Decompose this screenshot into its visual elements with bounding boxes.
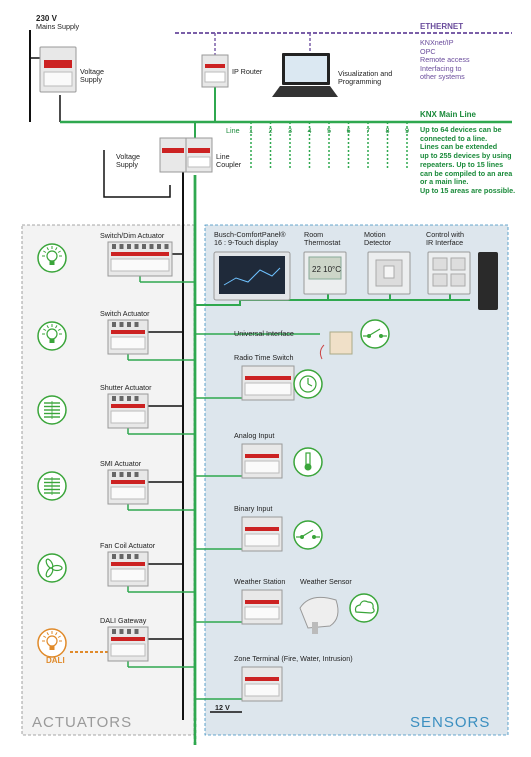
- actuator-label: Switch Actuator: [100, 309, 150, 318]
- sensor-label: Weather Station: [234, 577, 286, 586]
- actuator-label: Fan Coil Actuator: [100, 541, 156, 550]
- actuators-panel-title: ACTUATORS: [32, 714, 133, 731]
- line-number: 1: [249, 126, 253, 135]
- line-coupler-label: Line Coupler: [216, 152, 242, 170]
- sensor-label: Universal Interface: [234, 329, 294, 338]
- ethernet-item: other systems: [420, 72, 465, 81]
- actuator-label: SMI Actuator: [100, 459, 142, 468]
- knx-note-line: can be compiled to an area: [420, 168, 513, 178]
- line-number: 9: [405, 126, 409, 135]
- line-number: 4: [307, 126, 312, 135]
- actuator-label: Switch/Dim Actuator: [100, 231, 165, 240]
- ethernet-title: ETHERNET: [420, 22, 464, 31]
- line-number: 8: [385, 126, 390, 135]
- sensor-label: Binary Input: [234, 504, 273, 513]
- voltage-supply-line-label: Voltage Supply: [116, 152, 140, 170]
- ethernet-item: Remote access: [420, 55, 470, 64]
- actuator-label: Shutter Actuator: [100, 383, 152, 392]
- sensor-label: Analog Input: [234, 431, 275, 440]
- knx-note-line: up to 255 devices by using: [420, 151, 512, 161]
- line-label: Line: [226, 126, 240, 135]
- mains-supply-label: Mains Supply: [36, 22, 80, 31]
- knx-note-line: Up to 64 devices can be: [420, 125, 502, 134]
- knx-note-line: or a main line.: [420, 177, 469, 187]
- sensors-panel: [204, 224, 509, 736]
- top-sensor-label: Control with IR Interface: [426, 230, 464, 248]
- dali-label: DALI: [46, 656, 65, 665]
- knx-note-line: Up to 15 areas are possible.: [420, 185, 516, 195]
- actuator-label: DALI Gateway: [100, 616, 147, 625]
- sensor-label: Radio Time Switch: [234, 353, 294, 362]
- top-sensor-label: Busch-ComfortPanel® 16 : 9-Touch display: [214, 230, 286, 248]
- mains-voltage-label: 230 V: [36, 14, 57, 23]
- sensor-label: Zone Terminal (Fire, Water, Intrusion): [234, 654, 353, 663]
- weather-sensor-label: Weather Sensor: [300, 577, 352, 586]
- knx-note-line: repeaters. Up to 15 lines: [420, 159, 504, 169]
- visualization-label: Visualization and Programming: [338, 69, 393, 87]
- top-sensor-label: Room Thermostat: [304, 230, 341, 248]
- line-number: 7: [366, 126, 370, 135]
- voltage-12-label: 12 V: [215, 703, 230, 712]
- knx-note-line: connected to a line.: [420, 133, 488, 143]
- knx-note-line: Lines can be extended: [420, 142, 498, 152]
- sensors-panel-title: SENSORS: [410, 714, 491, 731]
- line-number: 5: [327, 126, 331, 135]
- line-number: 3: [288, 126, 292, 135]
- ethernet-item: OPC: [420, 46, 436, 56]
- voltage-supply-top-label: Voltage Supply: [80, 67, 104, 85]
- ethernet-item: Interfacing to: [420, 63, 462, 73]
- knx-main-line-label: KNX Main Line: [420, 110, 477, 119]
- line-number: 2: [268, 126, 273, 135]
- ethernet-item: KNXnet/IP: [420, 38, 454, 47]
- top-sensor-label: Motion Detector: [364, 230, 392, 248]
- ip-router-label: IP Router: [232, 67, 263, 76]
- line-number: 6: [346, 126, 351, 135]
